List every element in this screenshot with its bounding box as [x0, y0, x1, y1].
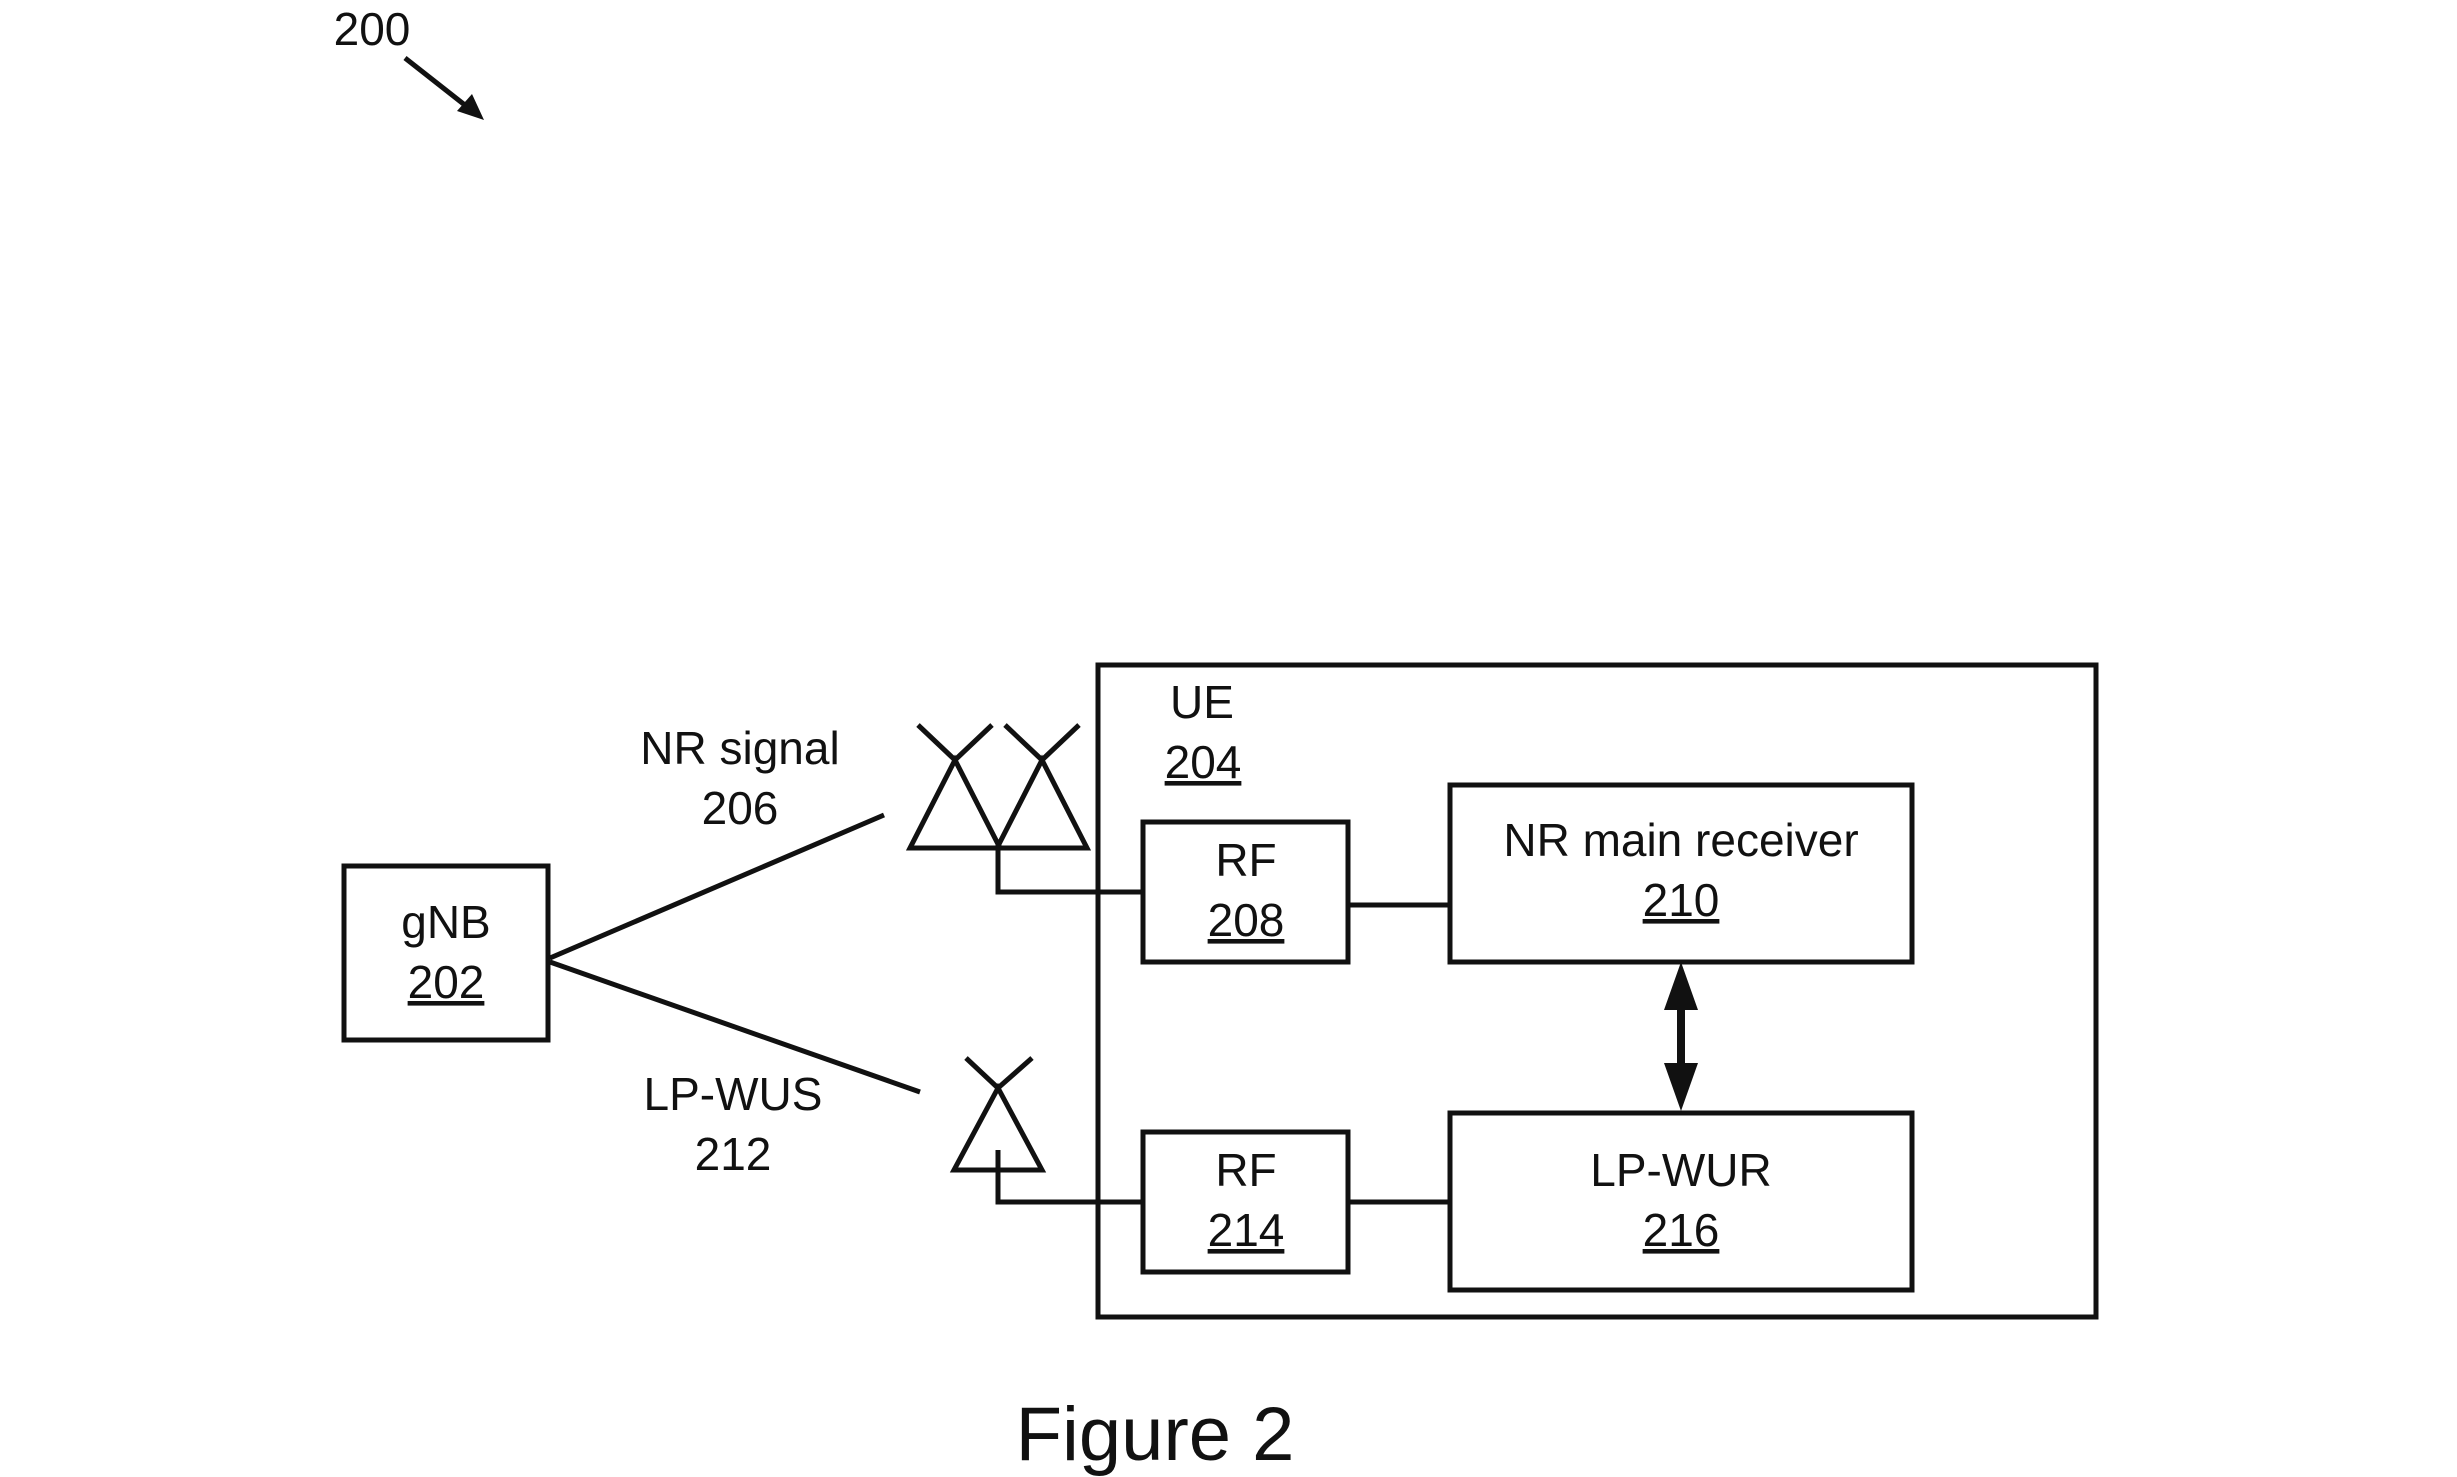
lp-wur-box	[1447, 1110, 1915, 1293]
rf-top-label: RF	[1215, 834, 1276, 886]
rf-top-node: RF 208	[1140, 819, 1351, 965]
nr-signal-label: NR signal	[640, 722, 839, 774]
figure-caption: Figure 2	[1016, 1392, 1295, 1477]
lp-wus-ref: 212	[695, 1128, 772, 1180]
lp-wur-ref: 216	[1643, 1204, 1720, 1256]
lp-wus-antenna-icon	[949, 1056, 1143, 1205]
rf-top-box	[1140, 819, 1351, 965]
lp-wur-label: LP-WUR	[1590, 1144, 1771, 1196]
figure-ref-number: 200	[334, 3, 411, 55]
rf-bottom-label: RF	[1215, 1144, 1276, 1196]
nr-signal-ref: 206	[702, 782, 779, 834]
lp-wus-antenna-feed	[995, 1150, 1143, 1205]
nr-main-receiver-ref: 210	[1643, 874, 1720, 926]
ue-label: UE	[1170, 676, 1234, 728]
gnb-ref: 202	[408, 956, 485, 1008]
lp-wus-label: LP-WUS	[644, 1068, 823, 1120]
nr-signal-link	[549, 812, 885, 961]
nr-antenna-right	[992, 754, 1092, 851]
nr-main-receiver-label: NR main receiver	[1503, 814, 1858, 866]
bidirectional-arrow-icon	[1664, 962, 1698, 1111]
nr-antenna-feed	[995, 848, 1143, 895]
nr-main-receiver-node: NR main receiver 210	[1447, 782, 1915, 965]
figure-ref-arrowhead	[457, 94, 484, 120]
ue-ref: 204	[1165, 736, 1242, 788]
gnb-node: gNB 202	[341, 863, 551, 1043]
ue-box	[1095, 662, 2099, 1320]
nr-antenna-left	[905, 754, 1005, 851]
rf-bottom-ref: 214	[1208, 1204, 1285, 1256]
nr-antenna-icon	[905, 723, 1143, 895]
gnb-box	[341, 863, 551, 1043]
rf-top-ref: 208	[1208, 894, 1285, 946]
lp-wur-node: LP-WUR 216	[1447, 1110, 1915, 1293]
ue-node: UE 204	[1095, 662, 2099, 1320]
gnb-label: gNB	[401, 896, 490, 948]
lp-wus-link	[549, 959, 921, 1095]
rf-bottom-node: RF 214	[1140, 1129, 1351, 1275]
